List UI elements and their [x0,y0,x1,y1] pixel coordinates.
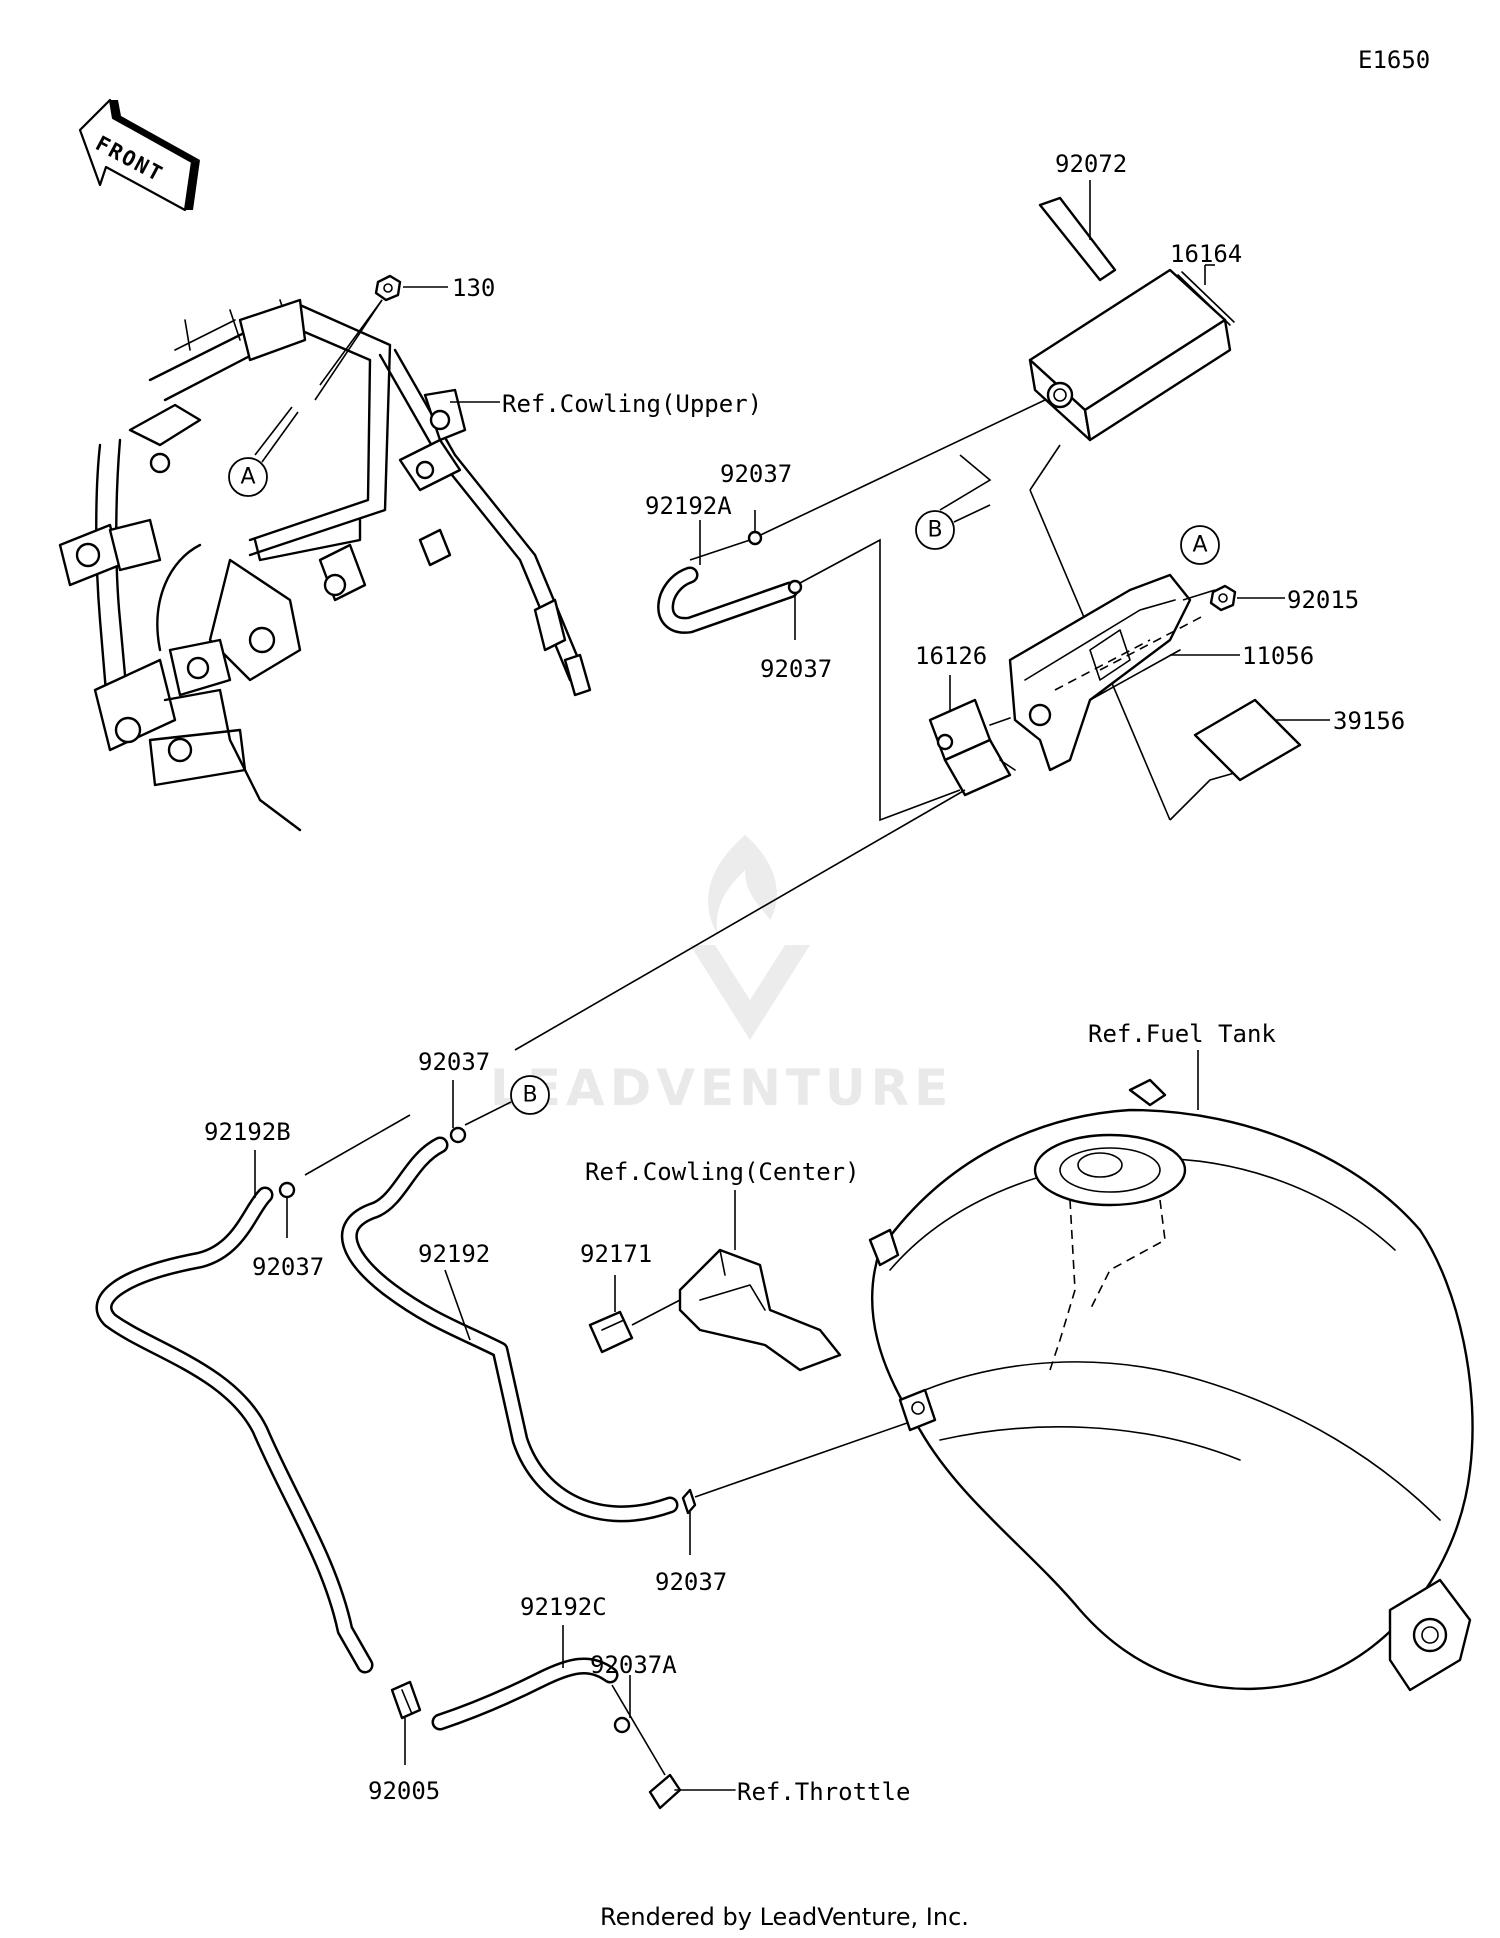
callout-b-upper-text: B [927,518,942,543]
leadventure-logo-icon [690,835,810,1040]
ref-throttle: Ref.Throttle [737,1778,910,1806]
footer-credit: Rendered by LeadVenture, Inc. [600,1903,969,1931]
label-92037A: 92037A [590,1651,677,1679]
clamp-92171 [588,1310,634,1354]
callout-b-lower [510,1075,550,1115]
label-16126: 16126 [915,642,987,670]
label-92037-canister: 92037 [720,460,792,488]
label-sticker-39156 [1193,698,1302,782]
joint-92005 [390,1680,422,1720]
label-92037-b-lower: 92037 [252,1253,324,1281]
ref-cowling-center: Ref.Cowling(Center) [585,1158,860,1186]
label-130: 130 [452,274,495,302]
label-92192: 92192 [418,1240,490,1268]
callout-a-frame-text: A [240,465,255,490]
throttle-fitting [648,1773,736,1810]
frame-assembly [58,298,592,832]
nut-92015 [1209,584,1237,612]
clip-92037-b [278,1181,296,1199]
front-arrow-icon: FRONT [78,98,200,212]
clip-92037-upper [747,530,763,546]
label-92072: 92072 [1055,150,1127,178]
label-16164: 16164 [1170,240,1242,268]
label-92192B: 92192B [204,1118,291,1146]
label-92192C: 92192C [520,1593,607,1621]
watermark-text: LEADVENTURE [490,1059,953,1117]
callout-a-bracket [1180,525,1220,565]
label-11056: 11056 [1242,642,1314,670]
nut-130 [374,274,402,302]
clip-92037-lower [787,579,803,595]
label-92192A: 92192A [645,492,732,520]
label-92005: 92005 [368,1777,440,1805]
ref-fuel-tank: Ref.Fuel Tank [1088,1020,1276,1048]
callout-b-upper [915,510,955,550]
label-92037-mid: 92037 [418,1048,490,1076]
diagram-id: E1650 [1358,46,1430,74]
cowling-center-bracket [678,1248,842,1372]
callout-a-bracket-text: A [1192,533,1207,558]
bracket-11056 [1008,573,1192,772]
fuel-tank [868,1078,1474,1692]
strap-92072 [1038,196,1117,282]
label-92037-lower-a: 92037 [760,655,832,683]
canister-16164 [1028,268,1235,442]
callout-b-lower-text: B [522,1083,537,1108]
ref-cowling-upper: Ref.Cowling(Upper) [502,390,762,418]
label-92037-tank: 92037 [655,1568,727,1596]
clip-92037-mid [449,1126,467,1144]
label-92015: 92015 [1287,586,1359,614]
label-39156: 39156 [1333,707,1405,735]
clip-92037-tank [681,1488,697,1515]
label-92171: 92171 [580,1240,652,1268]
clip-92037A [613,1716,631,1734]
valve-16126 [928,698,1016,797]
callout-a-frame [228,457,268,497]
